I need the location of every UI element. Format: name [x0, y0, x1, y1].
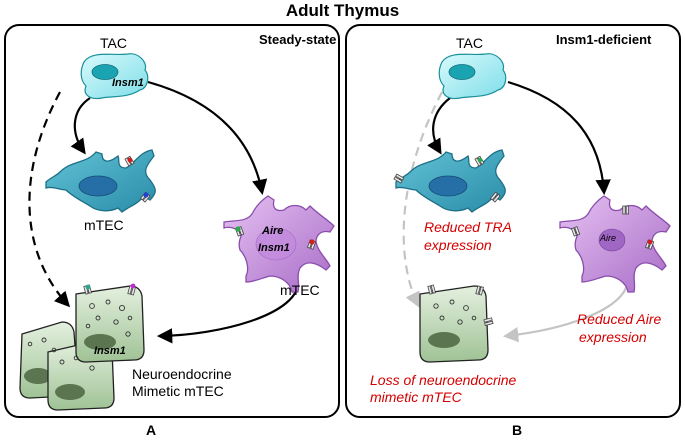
insm1-gene-aire-a: Insm1 [258, 242, 290, 254]
loss-text-line2: mimetic mTEC [370, 389, 462, 405]
arrow-b-aire-to-ne-faded [502, 281, 630, 343]
panel-b-footer: B [512, 422, 523, 438]
arrow-tac-to-ne-dashed [28, 91, 71, 308]
mtec-cell-left-b [393, 149, 506, 213]
tac-label-b: TAC [456, 35, 483, 51]
panel-b-state: Insm1-deficient [556, 32, 652, 47]
panel-a-state: Steady-state [259, 32, 337, 47]
arrow-tac-to-mtec [70, 97, 91, 155]
ne-gene-a: Insm1 [94, 345, 126, 357]
panel-b-frame [345, 24, 681, 418]
mtec-left-label-a: mTEC [84, 217, 124, 233]
tra-text-line2: expression [424, 237, 492, 253]
loss-text-line1: Loss of neuroendocrine [370, 372, 517, 388]
tac-gene-a: Insm1 [112, 77, 144, 89]
tac-cell-b [438, 53, 507, 100]
tra-text-line1: Reduced TRA [424, 219, 512, 235]
aire-mtec-cell-b [559, 195, 671, 293]
ne-label-line1: Neuroendocrine [132, 366, 232, 382]
tac-cell-a [80, 53, 149, 100]
figure-title: Adult Thymus [285, 1, 400, 20]
arrow-tac-to-aire [147, 80, 268, 196]
aire-text-line2: expression [579, 329, 647, 345]
aire-gene-a: Aire [262, 225, 284, 237]
panel-a-frame [4, 24, 340, 418]
arrow-b-tac-to-aire [507, 80, 611, 196]
tac-label-a: TAC [100, 35, 127, 51]
aire-mtec-cell-a [223, 195, 335, 293]
arrow-b-tac-to-mtec [427, 97, 451, 155]
arrow-aire-to-ne [156, 283, 300, 344]
ne-cells-a [19, 283, 145, 411]
mtec-cell-left-a [45, 149, 156, 213]
mtec-right-label-a: mTEC [280, 282, 320, 298]
panel-a-footer: A [146, 422, 157, 438]
aire-gene-b: Aire [600, 233, 617, 243]
aire-text-line1: Reduced Aire [577, 311, 662, 327]
ne-cell-b [419, 284, 494, 363]
arrow-b-faded-dashed [402, 91, 443, 308]
ne-label-line2: Mimetic mTEC [132, 383, 224, 399]
